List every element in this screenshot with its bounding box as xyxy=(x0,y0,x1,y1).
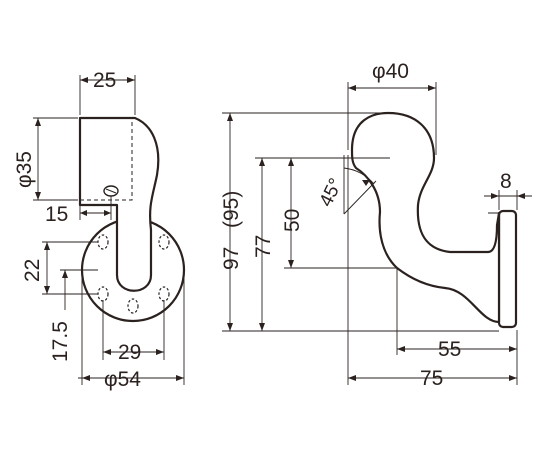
dim-hole-spacing-v: 22 xyxy=(21,241,98,295)
pipe-bore-hidden xyxy=(79,117,133,201)
dim-label: 15 xyxy=(45,203,68,226)
dim-center-height: 77 xyxy=(252,157,390,331)
dim-label: φ35 xyxy=(13,151,36,188)
mounting-hole xyxy=(158,286,170,302)
dim-top-width: 25 xyxy=(79,69,136,115)
mounting-hole xyxy=(158,234,170,250)
dim-label: 97 xyxy=(220,247,243,270)
dim-label: 22 xyxy=(21,259,44,282)
mounting-hole xyxy=(127,298,139,314)
dim-label: 8 xyxy=(500,170,512,193)
dim-label: φ54 xyxy=(104,368,141,391)
dim-screw-offset: 15 xyxy=(45,196,112,226)
dim-overall-height: 97 (95) xyxy=(220,112,499,332)
screw-slot xyxy=(105,188,117,194)
dim-label: 17.5 xyxy=(49,321,72,362)
dim-pipe-diameter: φ35 xyxy=(13,117,78,201)
dim-label: 45° xyxy=(316,175,347,210)
dim-label: 77 xyxy=(252,235,275,258)
mounting-hole xyxy=(97,286,109,302)
dim-plate-thickness: 8 xyxy=(484,170,532,210)
dim-rail-diameter: φ40 xyxy=(347,60,437,155)
dim-label: 25 xyxy=(93,69,116,92)
dim-reach-inner: 55 xyxy=(396,268,518,385)
dim-label: 55 xyxy=(438,338,461,361)
front-view: 25 φ35 15 22 xyxy=(13,69,186,391)
dim-label: 75 xyxy=(420,367,443,390)
dim-hole-spacing-h: 29 xyxy=(102,300,165,364)
dim-reach-overall: 75 xyxy=(347,155,517,390)
dim-hole-offset-v: 17.5 xyxy=(49,269,98,362)
wall-plate xyxy=(497,209,518,329)
mounting-hole xyxy=(97,234,109,250)
dim-inner-height: 50 xyxy=(281,158,397,269)
hook-arm xyxy=(350,111,501,324)
dim-label: 50 xyxy=(281,209,304,232)
dim-label: φ40 xyxy=(372,60,409,83)
dim-label-ref: (95) xyxy=(220,191,243,228)
bracket-body xyxy=(78,116,160,292)
dim-label: 29 xyxy=(118,341,141,364)
side-view: φ40 8 97 (95) 77 xyxy=(220,60,532,390)
dim-base-diameter: φ54 xyxy=(78,270,185,391)
